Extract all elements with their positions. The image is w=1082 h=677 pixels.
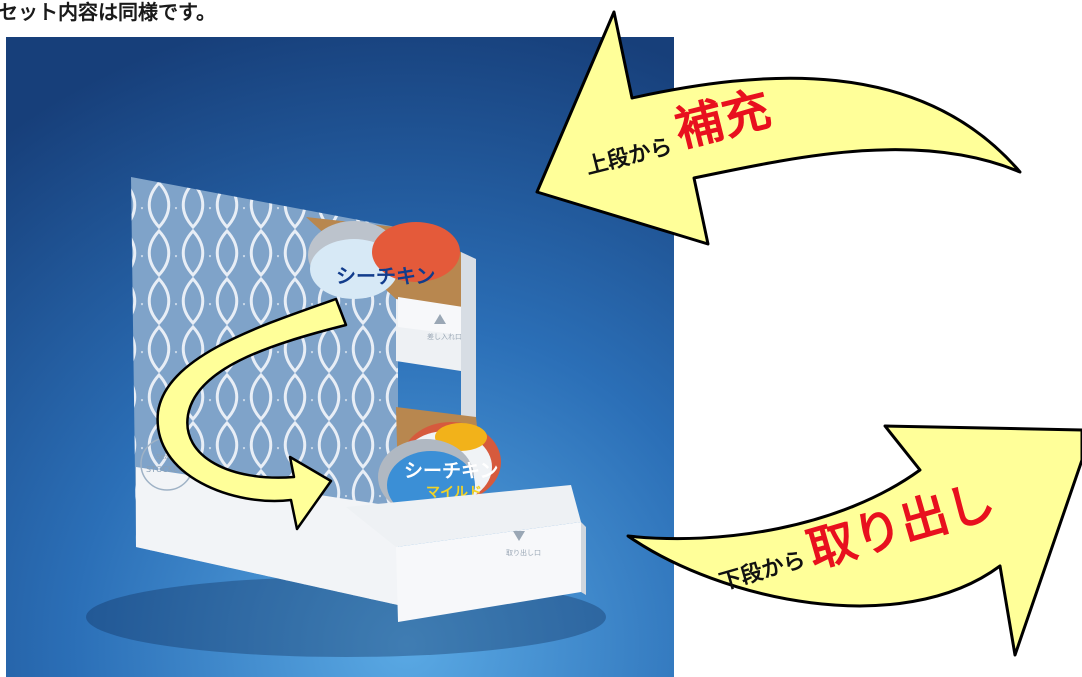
insert-label: 差し入れ口 [427,332,462,341]
takeout-arrow-icon [626,424,1082,657]
take-label: 取り出し口 [506,548,541,557]
bottom-can-label: シーチキン [404,460,498,482]
curved-arrow-icon [156,297,348,531]
top-can-label: シーチキン [336,264,435,288]
box-logo-line1: Sea [156,453,169,461]
caption: セット内容は同様です。 [0,0,216,24]
box-logo-line2: STOCKER [146,465,184,474]
refill-arrow-icon [535,10,1022,246]
